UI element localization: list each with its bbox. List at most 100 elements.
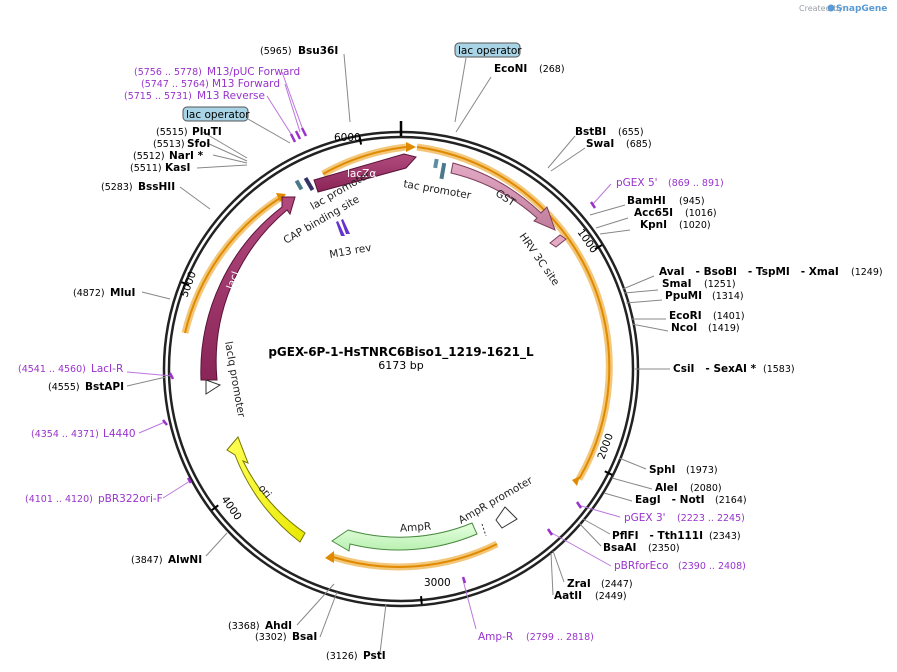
AmpR-promoter-feature	[495, 506, 518, 529]
orf-arc-right-head	[572, 476, 580, 486]
AmpR-feature	[331, 522, 478, 552]
tick-3000: 3000	[424, 577, 451, 589]
primer-M13-Forward[interactable]: M13 Forward	[212, 78, 280, 90]
site-SwaI-pos: (685)	[626, 139, 652, 150]
site-EagI-group[interactable]: EagI - NotI	[635, 494, 705, 506]
site-SphI-pos: (1973)	[686, 465, 718, 476]
primer-LacI-R[interactable]: LacI-R	[91, 363, 123, 375]
primer-Amp-R[interactable]: Amp-R	[478, 631, 513, 643]
site-BsaAI-pos: (2350)	[648, 543, 680, 554]
site-AatII-pos: (2449)	[595, 591, 627, 602]
site-BstAPI[interactable]: BstAPI	[85, 381, 124, 393]
site-BsaI-pos: (3302)	[255, 632, 287, 643]
site-AlwNI-pos: (3847)	[131, 555, 163, 566]
site-EcoRI[interactable]: EcoRI	[669, 310, 702, 322]
site-BsaI[interactable]: BsaI	[292, 631, 317, 643]
lacZa-label: lacZα	[347, 168, 376, 180]
site-Acc65I[interactable]: Acc65I	[634, 207, 673, 219]
lac-operator-box	[433, 158, 439, 169]
site-BstAPI-pos: (4555)	[48, 382, 80, 393]
site-BssHII[interactable]: BssHII	[138, 181, 175, 193]
leader-lines	[126, 53, 670, 654]
site-PluTI[interactable]: PluTI	[192, 126, 222, 138]
site-AhdI-pos: (3368)	[228, 621, 260, 632]
AmpR-promoter-divider	[481, 523, 487, 537]
site-PluTI-pos: (5515)	[156, 127, 188, 138]
primer-pGEX-5-pos: (869 .. 891)	[668, 178, 724, 189]
primer-pBR322ori-F[interactable]: pBR322ori-F	[98, 493, 163, 505]
primer-pGEX-5[interactable]: pGEX 5'	[616, 177, 658, 189]
site-AleI[interactable]: AleI	[655, 482, 678, 494]
primer-L4440[interactable]: L4440	[103, 428, 136, 440]
lacI-label: lacI	[225, 270, 243, 291]
site-Bsu36I[interactable]: Bsu36I	[298, 45, 338, 57]
lacIq-promoter-feature	[205, 379, 222, 395]
site-SfoI-pos: (5513)	[153, 139, 185, 150]
site-SfoI[interactable]: SfoI	[187, 138, 210, 150]
primer-leader-lines	[126, 71, 621, 630]
tick-mark	[594, 244, 603, 251]
site-AlwNI[interactable]: AlwNI	[168, 554, 202, 566]
primer-M13-Reverse[interactable]: M13 Reverse	[197, 90, 265, 102]
primer-L4440-pos: (4354 .. 4371)	[31, 429, 99, 440]
site-BstBI[interactable]: BstBI	[575, 126, 606, 138]
lac-operator-badge-left	[182, 106, 249, 122]
site-MluI-pos: (4872)	[73, 288, 105, 299]
site-SmaI-pos: (1251)	[704, 279, 736, 290]
snapgene-logo: SnapGene	[836, 4, 887, 14]
site-SwaI[interactable]: SwaI	[586, 138, 614, 150]
site-NarI[interactable]: NarI *	[169, 150, 204, 162]
snapgene-logo-icon	[827, 4, 835, 12]
site-AatII[interactable]: AatII	[554, 590, 582, 602]
site-PpuMI[interactable]: PpuMI	[665, 290, 702, 302]
leader-lacop-left	[247, 118, 291, 144]
site-CsiI-group[interactable]: CsiI - SexAI *	[673, 363, 757, 375]
primer-M13-Forward-pos: (5747 .. 5764)	[141, 79, 209, 90]
AmpR-label: AmpR	[399, 521, 431, 535]
site-PflFI-group[interactable]: PflFI - Tth111I	[612, 530, 703, 542]
primer-Amp-R-pos: (2799 .. 2818)	[526, 632, 594, 643]
primer-M13-pUC-Forward[interactable]: M13/pUC Forward	[207, 66, 300, 78]
lac-operator-label-top: lac operator	[458, 45, 522, 57]
leader-lacop-top	[454, 57, 467, 123]
site-KasI-pos: (5511)	[130, 163, 162, 174]
site-BsaAI[interactable]: BsaAI	[603, 542, 636, 554]
orf-arc-left	[184, 197, 281, 334]
site-KpnI[interactable]: KpnI	[640, 219, 667, 231]
site-NcoI[interactable]: NcoI	[671, 322, 697, 334]
site-AleI-pos: (2080)	[690, 483, 722, 494]
tac-promoter-box	[439, 162, 447, 180]
site-BssHII-pos: (5283)	[101, 182, 133, 193]
lac-operator-label-left: lac operator	[186, 109, 250, 121]
site-PstI[interactable]: PstI	[363, 650, 386, 662]
HRV-3C-site-feature	[549, 234, 567, 248]
orf-arc-right	[416, 146, 611, 480]
tick-marks	[181, 136, 613, 605]
site-MluI[interactable]: MluI	[110, 287, 135, 299]
site-KasI[interactable]: KasI	[165, 162, 190, 174]
site-ZraI[interactable]: ZraI	[567, 578, 591, 590]
site-SmaI[interactable]: SmaI	[662, 278, 692, 290]
primer-pBRforEco[interactable]: pBRforEco	[614, 560, 668, 572]
primer-pGEX-3[interactable]: pGEX 3'	[624, 512, 666, 524]
site-PflFI-group-pos: (2343)	[709, 531, 741, 542]
tick-mark	[358, 136, 363, 145]
site-EcoNI[interactable]: EcoNI	[494, 63, 527, 75]
primer-M13-pUC-Forward-pos: (5756 .. 5778)	[134, 67, 202, 78]
lac-promoter-box	[294, 179, 304, 191]
site-SphI[interactable]: SphI	[649, 464, 675, 476]
orf-arc-top	[322, 146, 407, 175]
site-AhdI[interactable]: AhdI	[265, 620, 292, 632]
plasmid-size: 6173 bp	[378, 359, 423, 372]
backbone-inner	[167, 135, 635, 603]
lacI-feature	[200, 196, 296, 381]
site-AvaI-group[interactable]: AvaI - BsoBI - TspMI - XmaI	[659, 266, 839, 278]
sites-left: (5965) Bsu36I (5515) PluTI (5513) SfoI (…	[48, 45, 386, 662]
tick-mark	[604, 470, 613, 476]
GST-feature	[450, 162, 556, 231]
tac-promoter-label: tac promoter	[402, 178, 472, 202]
cap-binding-box	[303, 176, 315, 192]
site-BamHI[interactable]: BamHI	[627, 195, 666, 207]
tick-6000: 6000	[334, 132, 361, 144]
site-PstI-pos: (3126)	[326, 651, 358, 662]
